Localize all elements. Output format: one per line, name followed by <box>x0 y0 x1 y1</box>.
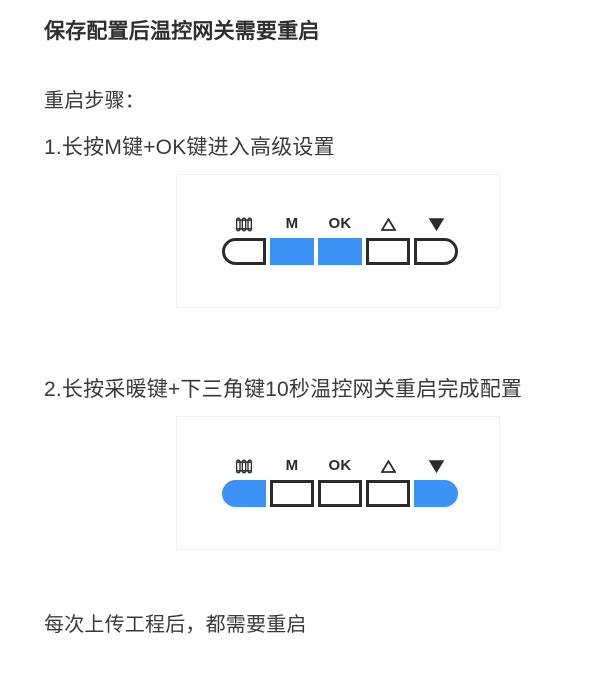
key-label: M <box>285 457 299 474</box>
key-label: OK <box>328 457 352 474</box>
key-triangle-down-icon[interactable] <box>414 213 458 265</box>
step-two-keypad-panel: M OK <box>176 416 500 550</box>
key-cap[interactable] <box>414 238 458 265</box>
triangle-up-icon <box>380 455 396 477</box>
key-triangle-up-icon[interactable] <box>366 455 410 507</box>
key-cap[interactable] <box>414 480 458 507</box>
key-cap[interactable] <box>318 238 362 265</box>
key-label: M <box>285 215 299 232</box>
radiator-icon <box>236 455 252 477</box>
step-one-text: 1.长按M键+OK键进入高级设置 <box>44 136 335 159</box>
key-cap[interactable] <box>318 480 362 507</box>
key-label: OK <box>328 215 352 232</box>
key-cap[interactable] <box>270 238 314 265</box>
key-cap[interactable] <box>366 238 410 265</box>
step-two-text: 2.长按采暖键+下三角键10秒温控网关重启完成配置 <box>44 378 523 401</box>
key-cap[interactable] <box>270 480 314 507</box>
step-one-keypad-panel: M OK <box>176 174 500 308</box>
key-ok[interactable]: OK <box>318 213 362 265</box>
key-cap[interactable] <box>222 480 266 507</box>
key-cap[interactable] <box>222 238 266 265</box>
steps-label: 重启步骤： <box>44 90 145 112</box>
key-triangle-down-icon[interactable] <box>414 455 458 507</box>
key-ok[interactable]: OK <box>318 455 362 507</box>
step-one-keypad: M OK <box>222 213 458 265</box>
key-radiator-icon[interactable] <box>222 213 266 265</box>
key-m[interactable]: M <box>270 213 314 265</box>
triangle-down-icon <box>428 455 444 477</box>
footer-note: 每次上传工程后，都需要重启 <box>44 614 307 636</box>
triangle-up-icon <box>380 213 396 235</box>
key-cap[interactable] <box>366 480 410 507</box>
step-two-keypad: M OK <box>222 455 458 507</box>
triangle-down-icon <box>428 213 444 235</box>
key-m[interactable]: M <box>270 455 314 507</box>
radiator-icon <box>236 213 252 235</box>
page-title: 保存配置后温控网关需要重启 <box>44 20 320 43</box>
key-triangle-up-icon[interactable] <box>366 213 410 265</box>
key-radiator-icon[interactable] <box>222 455 266 507</box>
